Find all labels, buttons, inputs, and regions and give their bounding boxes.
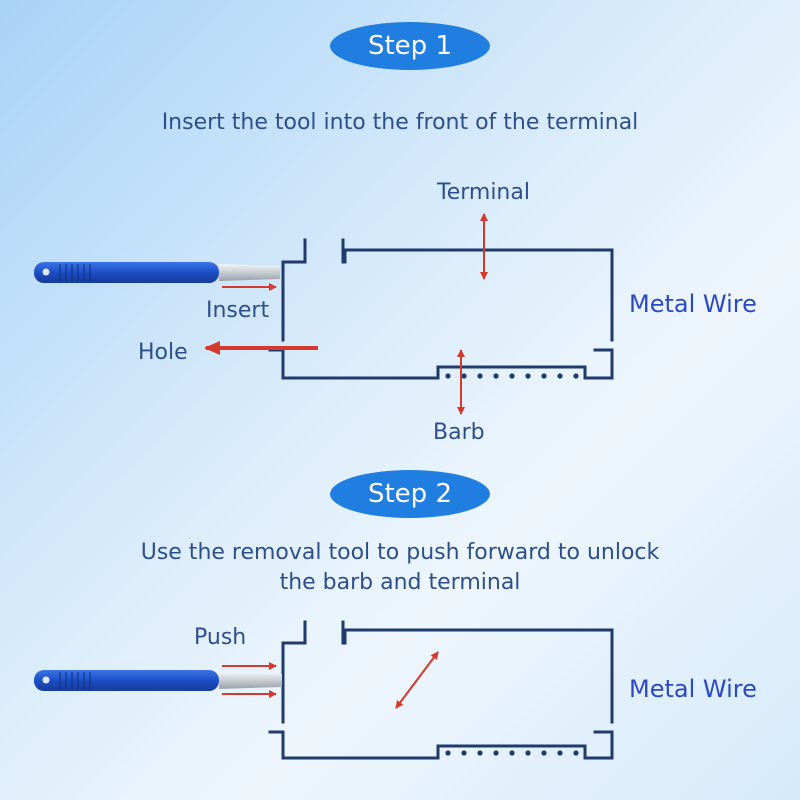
barb-dots-step2	[445, 750, 579, 756]
insert-label: Insert	[206, 298, 270, 323]
removal-tool-step1	[34, 262, 280, 283]
terminal-outline-step1	[268, 238, 614, 380]
hole-label: Hole	[138, 340, 188, 365]
terminal-outline-step2	[268, 620, 614, 760]
step1-instruction: Insert the tool into the front of the te…	[161, 110, 639, 135]
terminal-label: Terminal	[437, 180, 530, 205]
push-label: Push	[194, 625, 247, 650]
unlock-arrow	[395, 651, 439, 709]
step2-instruction-line2: the barb and terminal	[279, 570, 521, 595]
step2-badge: Step 2	[330, 470, 490, 518]
removal-tool-step2	[34, 670, 282, 691]
barb-label: Barb	[433, 420, 485, 445]
step1-badge: Step 1	[330, 22, 490, 70]
metal-wire-label-step2: Metal Wire	[629, 675, 757, 703]
metal-wire-label-step1: Metal Wire	[629, 290, 757, 318]
step2-instruction-line1: Use the removal tool to push forward to …	[140, 540, 660, 565]
barb-dots-step1	[445, 373, 579, 379]
